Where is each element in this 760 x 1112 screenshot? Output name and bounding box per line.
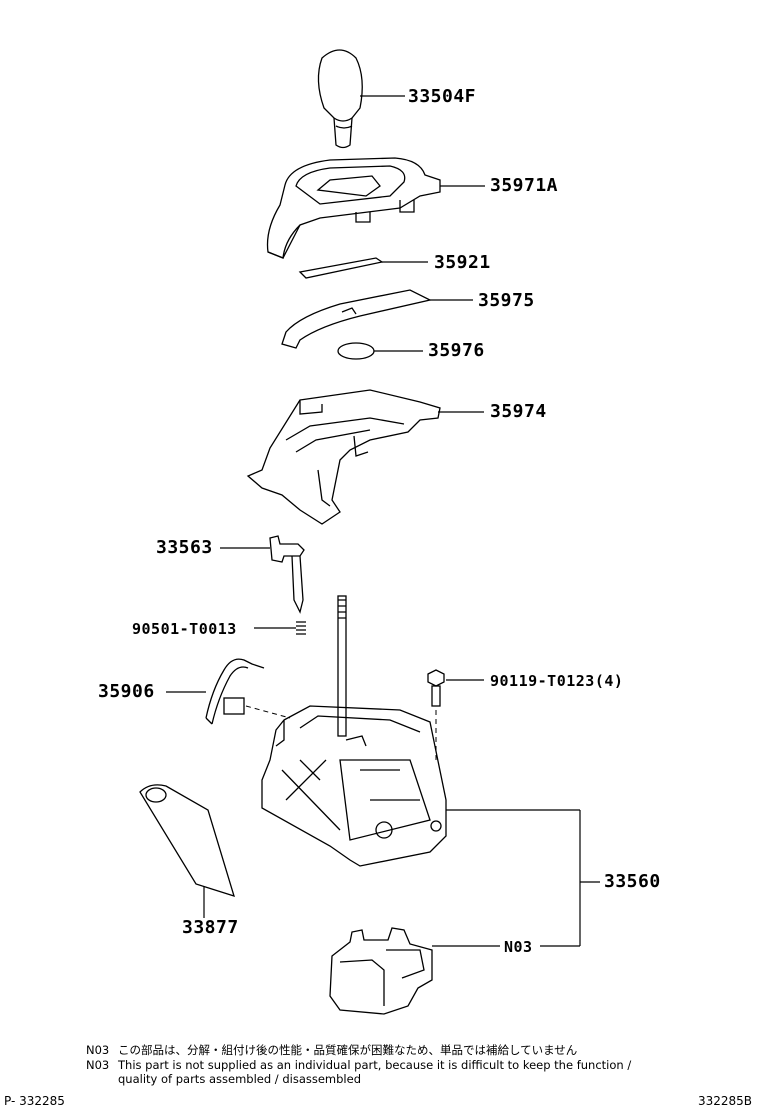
tag-33877-drawing	[139, 784, 235, 918]
label-90501-T0013: 90501-T0013	[132, 620, 237, 638]
label-90119-T0123: 90119-T0123(4)	[490, 672, 624, 690]
spring-drawing	[254, 621, 306, 635]
shift-rod-drawing	[337, 595, 347, 737]
label-35974: 35974	[490, 401, 547, 422]
note-text-japanese: この部品は、分解・組付け後の性能・品質確保が困難なため、単品では補給していません	[118, 1043, 578, 1057]
disc-35976-drawing	[337, 342, 423, 360]
bolt-drawing	[427, 669, 484, 760]
note-text-english-line2: quality of parts assembled / disassemble…	[118, 1072, 361, 1086]
label-N03: N03	[504, 938, 533, 956]
note-code-japanese: N03	[86, 1043, 110, 1057]
wire-harness-drawing	[166, 658, 291, 725]
label-35975: 35975	[478, 290, 535, 311]
slide-plate-drawing	[281, 289, 473, 349]
footer-right-ref: 332285B	[698, 1094, 753, 1108]
note-code-english: N03	[86, 1058, 110, 1072]
shift-knob-drawing	[317, 49, 405, 149]
label-33877: 33877	[182, 917, 239, 938]
sub-assembly-n03-drawing	[329, 927, 500, 1015]
indicator-housing-drawing	[266, 157, 485, 259]
label-33563: 33563	[156, 537, 213, 558]
label-35971A: 35971A	[490, 175, 559, 196]
label-35976: 35976	[428, 340, 485, 361]
bracket-35974-drawing	[246, 389, 484, 525]
label-35921: 35921	[434, 252, 491, 273]
label-33504F: 33504F	[408, 86, 477, 107]
lever-pin-drawing	[220, 535, 305, 614]
plate-35921-drawing	[298, 257, 428, 279]
footer-left-ref: P- 332285	[4, 1094, 65, 1108]
note-text-english: This part is not supplied as an individu…	[118, 1058, 632, 1072]
label-35906: 35906	[98, 681, 155, 702]
shift-lever-assembly-drawing	[261, 705, 600, 947]
label-33560: 33560	[604, 871, 661, 892]
